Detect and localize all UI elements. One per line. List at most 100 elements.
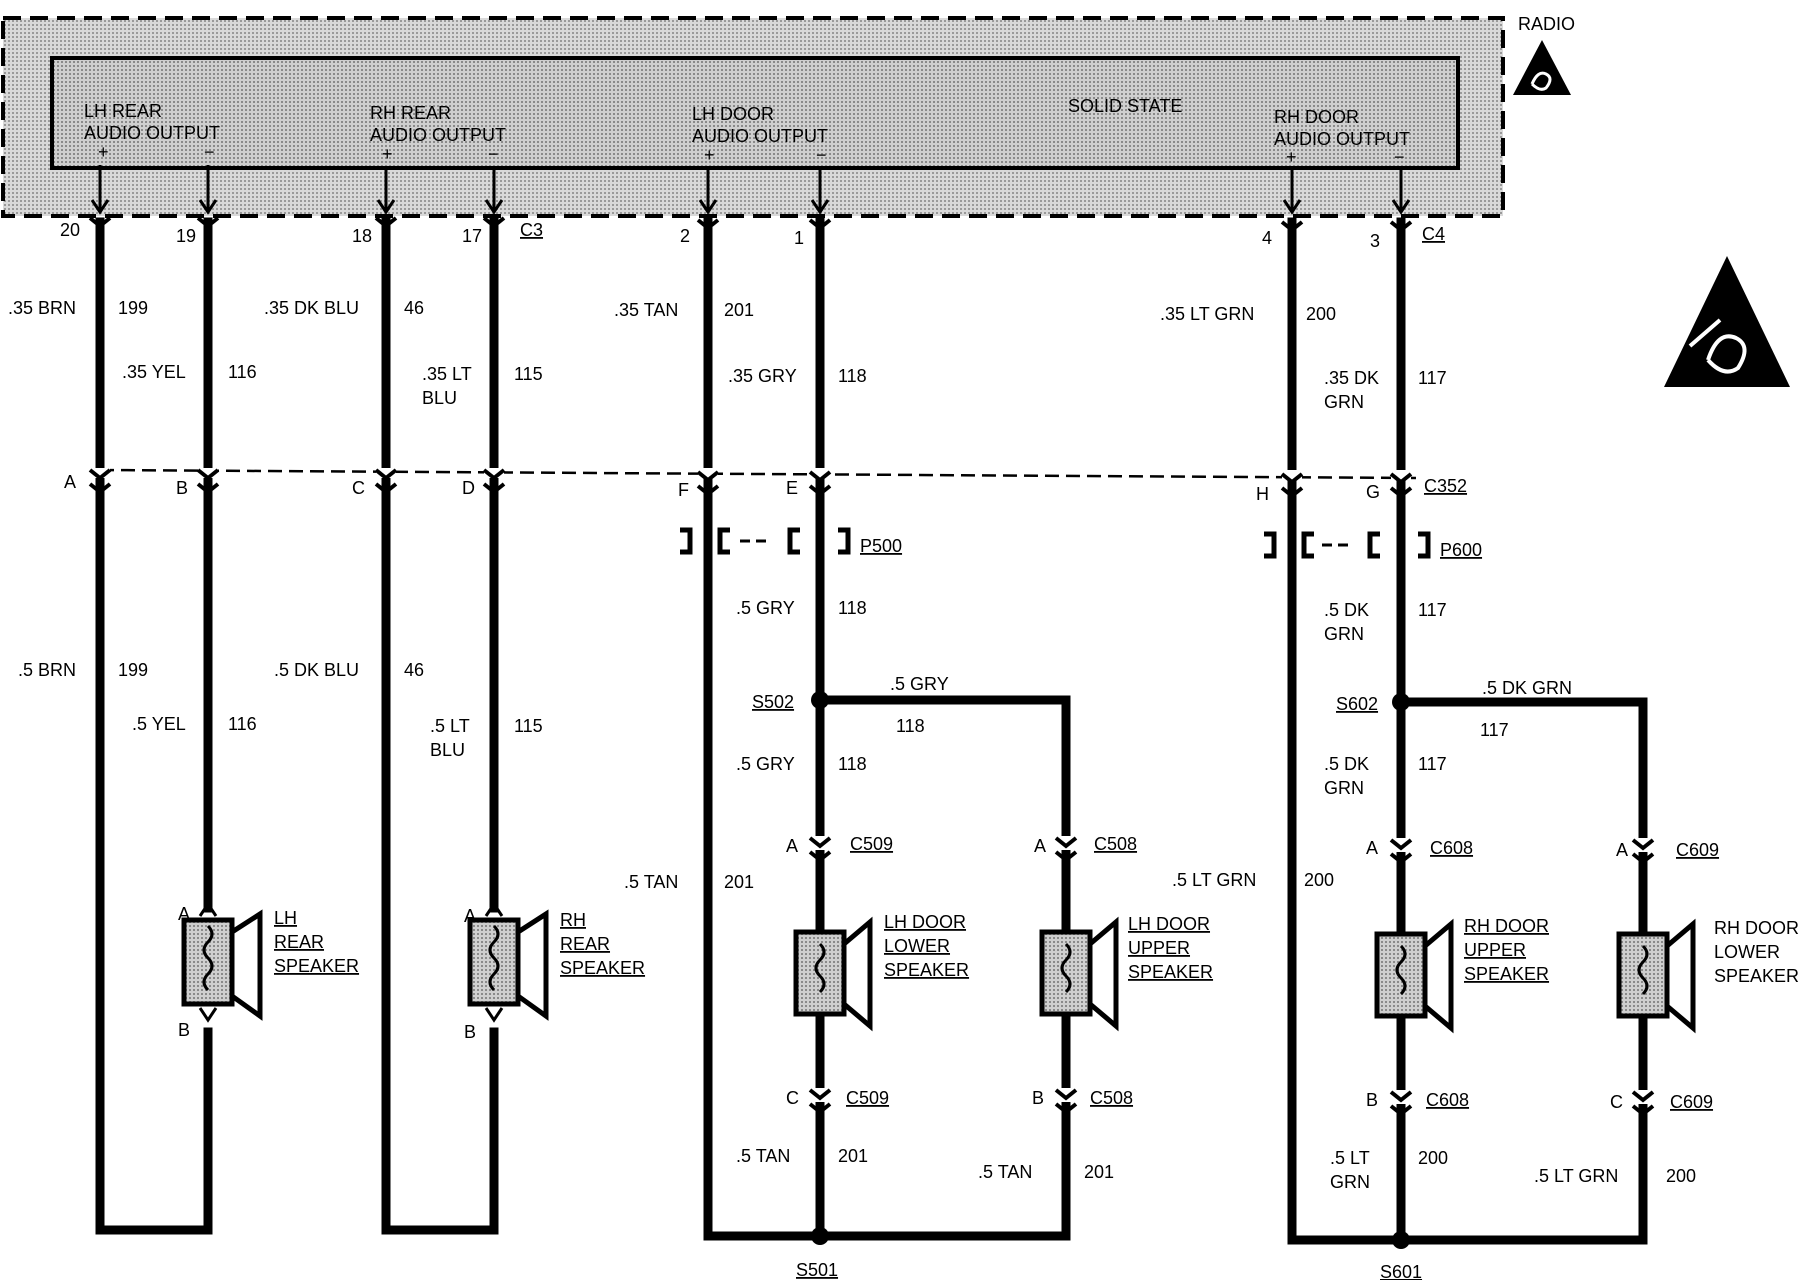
pin-letter: A	[464, 906, 476, 926]
speaker-rh-door-lower	[1616, 918, 1696, 1034]
pin-letter: B	[178, 1020, 190, 1040]
wire-circuit: 201	[724, 872, 754, 892]
connector-c4: C4	[1422, 224, 1445, 244]
speaker-label: LOWER	[884, 936, 950, 956]
wire-circuit: 116	[228, 362, 257, 382]
wire-color: GRN	[1324, 624, 1364, 644]
pin-letter: A	[786, 836, 798, 856]
pin-number: 17	[462, 226, 482, 246]
output-minus: −	[204, 142, 215, 162]
esd-warning-icon	[1513, 40, 1571, 95]
pin-number: 3	[1370, 231, 1380, 251]
wire-circuit: 46	[404, 298, 424, 318]
wire-color: .5 LT	[1330, 1148, 1370, 1168]
wires	[95, 217, 1648, 1245]
connector-p600: P600	[1440, 540, 1482, 560]
wire-circuit: 201	[724, 300, 754, 320]
pin-letter: A	[178, 904, 190, 924]
wire-circuit: 201	[838, 1146, 868, 1166]
splice-s501: S501	[796, 1260, 838, 1280]
c352-separator	[99, 468, 1417, 480]
speaker-label: LH	[274, 908, 297, 928]
output-plus: +	[1286, 147, 1297, 167]
wire-color: .35 GRY	[728, 366, 797, 386]
wire-circuit: 201	[1084, 1162, 1114, 1182]
wire-circuit: 115	[514, 364, 543, 384]
pin-number: 4	[1262, 228, 1272, 248]
speaker-rh-door-upper	[1374, 918, 1454, 1034]
wire-color: .5 LT	[430, 716, 470, 736]
speaker-label: RH DOOR	[1714, 918, 1799, 938]
pin-number: 1	[794, 228, 804, 248]
speaker-label: UPPER	[1128, 938, 1190, 958]
speaker-label: SPEAKER	[1128, 962, 1213, 982]
pin-letter: C	[786, 1088, 799, 1108]
output-plus: +	[704, 145, 715, 165]
speaker-label: RH	[560, 910, 586, 930]
wire-color: .5 GRY	[736, 598, 795, 618]
wire-color: .35 DK	[1324, 368, 1379, 388]
wire-circuit: 116	[228, 714, 257, 734]
pin-letter: A	[1366, 838, 1378, 858]
speaker-label: SPEAKER	[884, 960, 969, 980]
wire-color: .5 LT GRN	[1534, 1166, 1618, 1186]
connector-c509: C509	[846, 1088, 889, 1108]
radio-pin-marks	[88, 216, 1413, 233]
wire-color: .5 DK GRN	[1482, 678, 1572, 698]
speaker-label: REAR	[560, 934, 610, 954]
wire-color: .35 LT	[422, 364, 472, 384]
esd-warning-icon	[1664, 256, 1790, 387]
wire-color: .5 DK	[1324, 754, 1369, 774]
pin-letter: B	[1032, 1088, 1044, 1108]
pin-letter: B	[1366, 1090, 1378, 1110]
pin-number: 20	[60, 220, 80, 240]
wire-circuit: 200	[1418, 1148, 1448, 1168]
speaker-label: SPEAKER	[1464, 964, 1549, 984]
connector-p500: P500	[860, 536, 902, 556]
wire-circuit: 200	[1306, 304, 1336, 324]
output-lh-rear-line1: LH REAR	[84, 101, 162, 121]
speaker-lh-rear	[181, 901, 263, 1023]
speaker-label: LOWER	[1714, 942, 1780, 962]
output-rh-door-line1: RH DOOR	[1274, 107, 1359, 127]
pin-number: 19	[176, 226, 196, 246]
wire-circuit: 199	[118, 660, 148, 680]
wire-color: .5 DK BLU	[274, 660, 359, 680]
pin-letter: F	[678, 480, 689, 500]
radio-title: RADIO	[1518, 14, 1575, 34]
wire-color: .5 BRN	[18, 660, 76, 680]
connector-c608: C608	[1430, 838, 1473, 858]
pin-letter: B	[464, 1022, 476, 1042]
wire-circuit: 118	[838, 366, 867, 386]
wire-color: BLU	[422, 388, 457, 408]
output-minus: −	[488, 144, 499, 164]
radio-housing	[1, 16, 1505, 218]
pin-number: 18	[352, 226, 372, 246]
splice-s502: S502	[752, 692, 794, 712]
speaker-label: LH DOOR	[884, 912, 966, 932]
speaker-label: REAR	[274, 932, 324, 952]
wire-circuit: 117	[1418, 600, 1447, 620]
speaker-rh-rear	[467, 901, 549, 1023]
wire-circuit: 117	[1418, 368, 1447, 388]
radio-output-arrows	[90, 165, 1411, 215]
output-minus: −	[1394, 147, 1405, 167]
wire-circuit: 200	[1304, 870, 1334, 890]
wire-color: GRN	[1324, 778, 1364, 798]
door-connector-marks	[808, 836, 1655, 1117]
connector-c352: C352	[1424, 476, 1467, 496]
wire-circuit: 117	[1418, 754, 1447, 774]
wire-circuit: 46	[404, 660, 424, 680]
output-minus: −	[816, 145, 827, 165]
speaker-label: SPEAKER	[274, 956, 359, 976]
output-rh-rear-line2: AUDIO OUTPUT	[370, 125, 506, 145]
speaker-label: SPEAKER	[1714, 966, 1799, 986]
wire-color: .5 DK	[1324, 600, 1369, 620]
wire-color: GRN	[1324, 392, 1364, 412]
output-plus: +	[98, 142, 109, 162]
speaker-label: RH DOOR	[1464, 916, 1549, 936]
wire-color: BLU	[430, 740, 465, 760]
speaker-lh-door-upper	[1039, 916, 1119, 1032]
pin-letter: G	[1366, 482, 1380, 502]
pin-letter: E	[786, 478, 798, 498]
